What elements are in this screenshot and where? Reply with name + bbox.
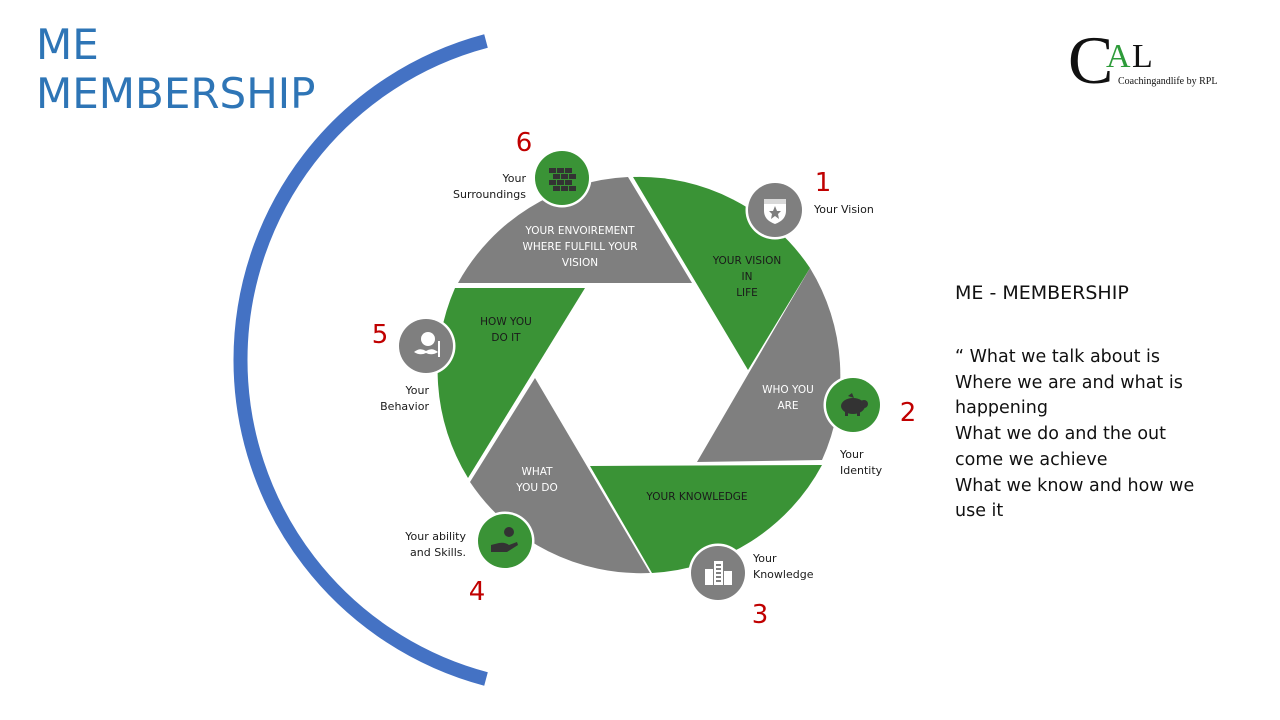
cal-logo: C A L Coachingandlife by RPL — [1068, 26, 1238, 98]
segment-label-line: YOUR VISION — [712, 255, 782, 267]
segment-label-line: VISION — [562, 257, 598, 269]
step-6-marker — [532, 148, 592, 208]
slide-title: ME MEMBERSHIP — [36, 20, 316, 118]
step-4-marker — [475, 511, 535, 571]
step-4-number: 4 — [469, 577, 486, 607]
step-label-line: Your — [502, 172, 527, 185]
quote-line: What we do and the out — [955, 424, 1166, 445]
title-line-2: MEMBERSHIP — [36, 69, 316, 118]
segment-label-line: YOUR KNOWLEDGE — [645, 491, 747, 503]
segment-label-line: LIFE — [736, 287, 758, 299]
step-label-line: Behavior — [380, 400, 429, 413]
step-label-line: Your Vision — [813, 203, 874, 216]
step-circle — [478, 514, 532, 568]
gentleman-icon — [414, 332, 440, 357]
step-5-marker — [396, 316, 456, 376]
quote-line: come we achieve — [955, 449, 1108, 470]
title-line-1: ME — [36, 20, 99, 69]
segment-5 — [437, 288, 585, 478]
step-label-line: Your — [752, 552, 777, 565]
segment-2 — [697, 268, 841, 462]
logo-letter-a: A — [1106, 38, 1131, 75]
quote-line: Where we are and what is — [955, 372, 1183, 393]
segment-label-line: WHERE FULFILL YOUR — [522, 241, 637, 253]
quote-line: use it — [955, 501, 1004, 522]
step-circle — [399, 319, 453, 373]
segment-3 — [590, 465, 822, 573]
logo-letter-c: C — [1068, 22, 1114, 98]
side-quote: “ What we talk about is Where we are and … — [955, 345, 1225, 525]
step-1-number: 1 — [815, 168, 832, 198]
quote-line: “ What we talk about is — [955, 347, 1160, 367]
segment-label-line: WHO YOU — [762, 384, 814, 396]
segment-label-line: WHAT — [521, 466, 553, 478]
segment-6-label: YOUR ENVOIREMENT WHERE FULFILL YOUR VISION — [522, 225, 637, 269]
quote-line: happening — [955, 398, 1048, 419]
step-label-line: Your ability — [404, 530, 466, 543]
step-2-number: 2 — [900, 398, 917, 428]
segment-4-label: WHAT YOU DO — [515, 466, 557, 494]
segment-label-line: IN — [742, 271, 753, 283]
step-2-marker — [823, 375, 883, 435]
segment-1-label: YOUR VISION IN LIFE — [712, 255, 782, 299]
step-label-line: Your — [405, 384, 430, 397]
segment-label-line: YOU DO — [515, 482, 557, 494]
step-label-line: and Skills. — [410, 546, 466, 559]
step-5-number: 5 — [372, 320, 389, 350]
step-3-marker — [688, 543, 748, 603]
brick-wall-icon — [549, 168, 576, 191]
decorative-arc — [233, 34, 488, 686]
step-4-label: Your ability and Skills. — [404, 530, 466, 559]
segment-label-line: HOW YOU — [480, 316, 532, 328]
segment-label-line: ARE — [777, 400, 798, 412]
logo-tagline: Coachingandlife by RPL — [1118, 76, 1218, 87]
segment-label-line: DO IT — [491, 332, 521, 344]
piggy-bank-icon — [841, 393, 868, 416]
quote-line: What we know and how we — [955, 475, 1195, 496]
step-label-line: Knowledge — [753, 568, 814, 581]
step-1-marker — [745, 180, 805, 240]
segment-3-label: YOUR KNOWLEDGE — [645, 491, 747, 503]
hand-coin-icon — [491, 527, 518, 552]
step-3-number: 3 — [752, 600, 769, 630]
segment-5-label: HOW YOU DO IT — [480, 316, 532, 344]
step-label-line: Identity — [840, 464, 883, 477]
segment-label-line: YOUR ENVOIREMENT — [524, 225, 635, 237]
segment-6 — [458, 177, 692, 283]
step-label-line: Your — [839, 448, 864, 461]
shield-star-icon — [764, 199, 786, 224]
segment-2-label: WHO YOU ARE — [762, 384, 814, 412]
step-6-number: 6 — [516, 128, 533, 158]
step-label-line: Surroundings — [453, 188, 526, 201]
logo-letter-l: L — [1132, 38, 1153, 75]
step-1-label: Your Vision — [813, 203, 874, 216]
city-buildings-icon — [705, 561, 732, 585]
side-heading: ME - MEMBERSHIP — [955, 282, 1129, 304]
